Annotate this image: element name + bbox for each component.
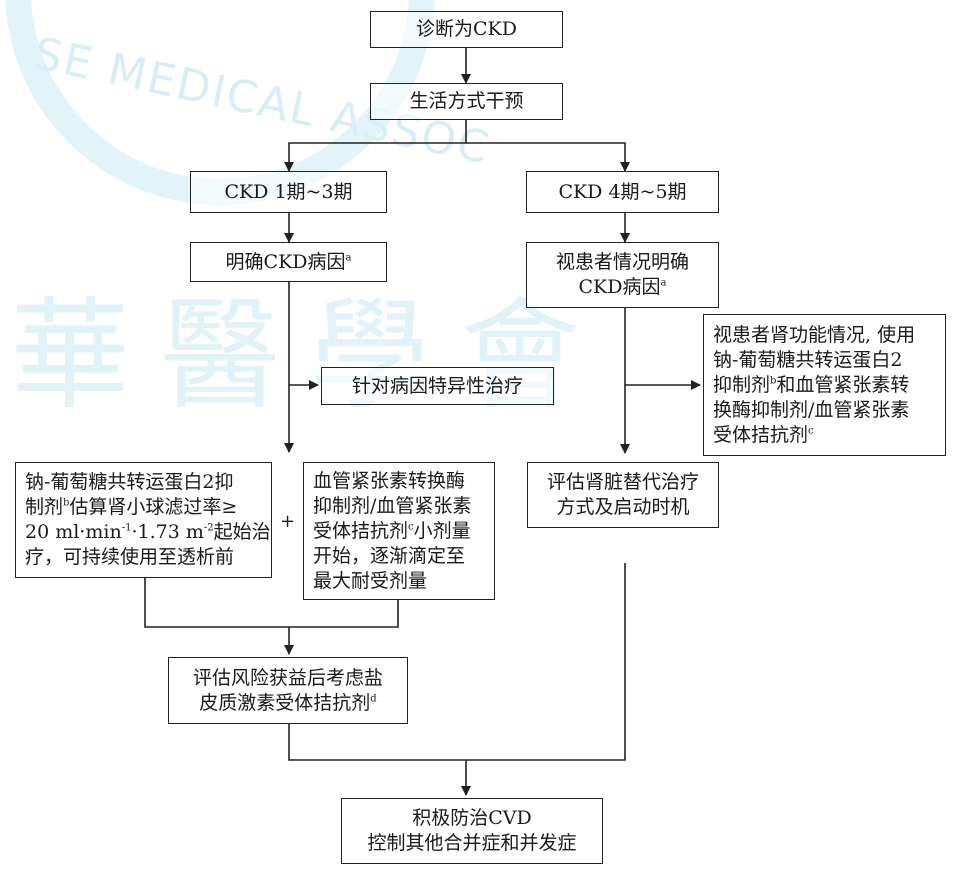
node-diagnosis: 诊断为CKD	[370, 11, 563, 48]
node-stage-1-3: CKD 1期~3期	[190, 171, 387, 213]
plus-sign: +	[280, 511, 296, 532]
arrow-split-stages-right	[466, 142, 630, 172]
node-sglt2-inhibitor: 钠-葡萄糖共转运蛋白2抑 制剂b估算肾小球滤过率≥ 20 ml·min-1·1.…	[15, 462, 272, 578]
node-specific-treatment: 针对病因特异性治疗	[321, 367, 554, 405]
node-cvd-prevention: 积极防治CVD 控制其他合并症和并发症	[341, 798, 603, 864]
node-renal-replacement: 评估肾脏替代治疗 方式及启动时机	[527, 462, 719, 528]
node-lifestyle: 生活方式干预	[370, 83, 563, 120]
node-risk-assessment: 评估风险获益后考虑盐 皮质激素受体拮抗剂d	[168, 657, 408, 724]
line-risk-to-cvd	[288, 563, 626, 761]
line-merge-drugs	[144, 578, 399, 628]
node-acei-arb: 血管紧张素转换酶 抑制剂/血管紧张素 受体拮抗剂c小剂量 开始，逐渐滴定至 最大…	[303, 462, 495, 600]
node-stage-4-5: CKD 4期~5期	[526, 171, 719, 213]
node-right-drugs: 视患者肾功能情况, 使用 钠-葡萄糖共转运蛋白2 抑制剂b和血管紧张素转 换酶抑…	[703, 314, 946, 456]
node-cause-left: 明确CKD病因a	[190, 242, 387, 282]
arrow-split-stages	[284, 119, 467, 172]
node-cause-right: 视患者情况明确 CKD病因a	[526, 242, 719, 308]
